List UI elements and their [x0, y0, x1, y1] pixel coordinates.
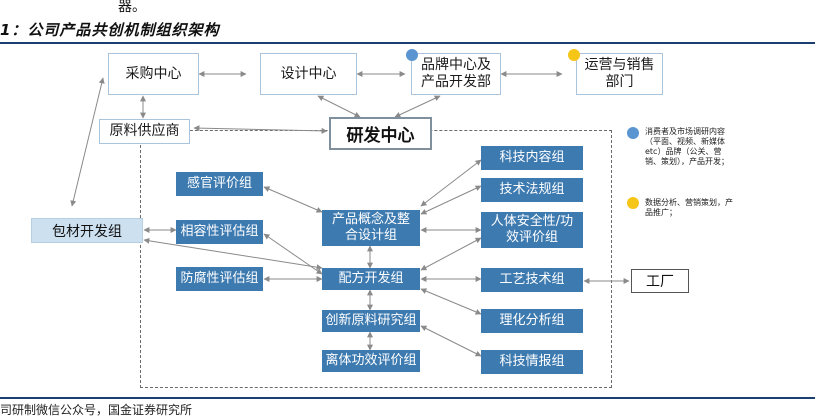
exvivo-efficacy-node: 离体功效评价组	[322, 350, 420, 372]
tech-intelligence-node: 科技情报组	[481, 350, 583, 374]
safety-efficacy-node: 人体安全性/功效评价组	[481, 212, 583, 248]
source-note: 司研制微信公众号，国金证券研究所	[0, 403, 193, 417]
yellow-dot-icon	[568, 49, 580, 61]
tech-regulation-node: 技术法规组	[481, 178, 583, 202]
legend-blue-dot-icon	[627, 127, 639, 139]
edge-innovation-intel	[420, 325, 482, 357]
sensory-evaluation-node: 感官评价组	[176, 172, 263, 196]
top-rule	[0, 42, 815, 44]
rd-center-node: 研发中心	[329, 117, 432, 150]
sales-operations-node: 运营与销售部门	[576, 53, 663, 95]
factory-node: 工厂	[631, 269, 689, 293]
edge-sensory-concept	[263, 186, 323, 213]
blue-dot-icon	[406, 49, 418, 61]
formula-development-node: 配方开发组	[322, 268, 420, 290]
process-technology-node: 工艺技术组	[481, 268, 583, 292]
edge-formula-safety	[420, 237, 482, 271]
physchem-analysis-node: 理化分析组	[481, 309, 583, 333]
packaging-development-node: 包材开发组	[31, 218, 143, 243]
edge-packaging-formula	[143, 237, 323, 271]
purchase-center-node: 采购中心	[108, 53, 199, 95]
edge-purchase-packaging	[70, 77, 105, 207]
innovative-ingredient-node: 创新原料研究组	[322, 310, 420, 332]
edge-concept-regulation	[420, 185, 482, 215]
edge-design-rd	[317, 95, 361, 118]
product-concept-design-node: 产品概念及整合设计组	[322, 210, 420, 246]
edge-supplier-rd	[193, 125, 328, 134]
legend-yellow-dot-icon	[627, 197, 639, 209]
brand-center-node: 品牌中心及产品开发部	[411, 53, 501, 95]
edge-formula-physchem	[420, 288, 482, 315]
tech-content-node: 科技内容组	[481, 146, 583, 170]
edge-brand-rd	[394, 95, 441, 118]
legend-blue-text: 消费者及市场调研内容（平面、视频、新媒体 etc）品牌（公关、营销、策划），产品…	[645, 127, 729, 166]
edge-concept-tech-content	[420, 159, 482, 207]
compatibility-evaluation-node: 相容性评估组	[176, 220, 263, 244]
legend-yellow-text: 数据分析、营销策划，产品推广；	[645, 198, 733, 217]
edge-compat-formula	[263, 233, 323, 275]
design-center-node: 设计中心	[260, 53, 357, 95]
figure-title: 1：公司产品共创机制组织架构	[0, 21, 220, 39]
top-text-fragment: 器。	[118, 0, 146, 15]
antiseptic-evaluation-node: 防腐性评估组	[176, 267, 263, 291]
bottom-rule	[0, 397, 815, 399]
raw-material-supplier-node: 原料供应商	[99, 119, 190, 144]
